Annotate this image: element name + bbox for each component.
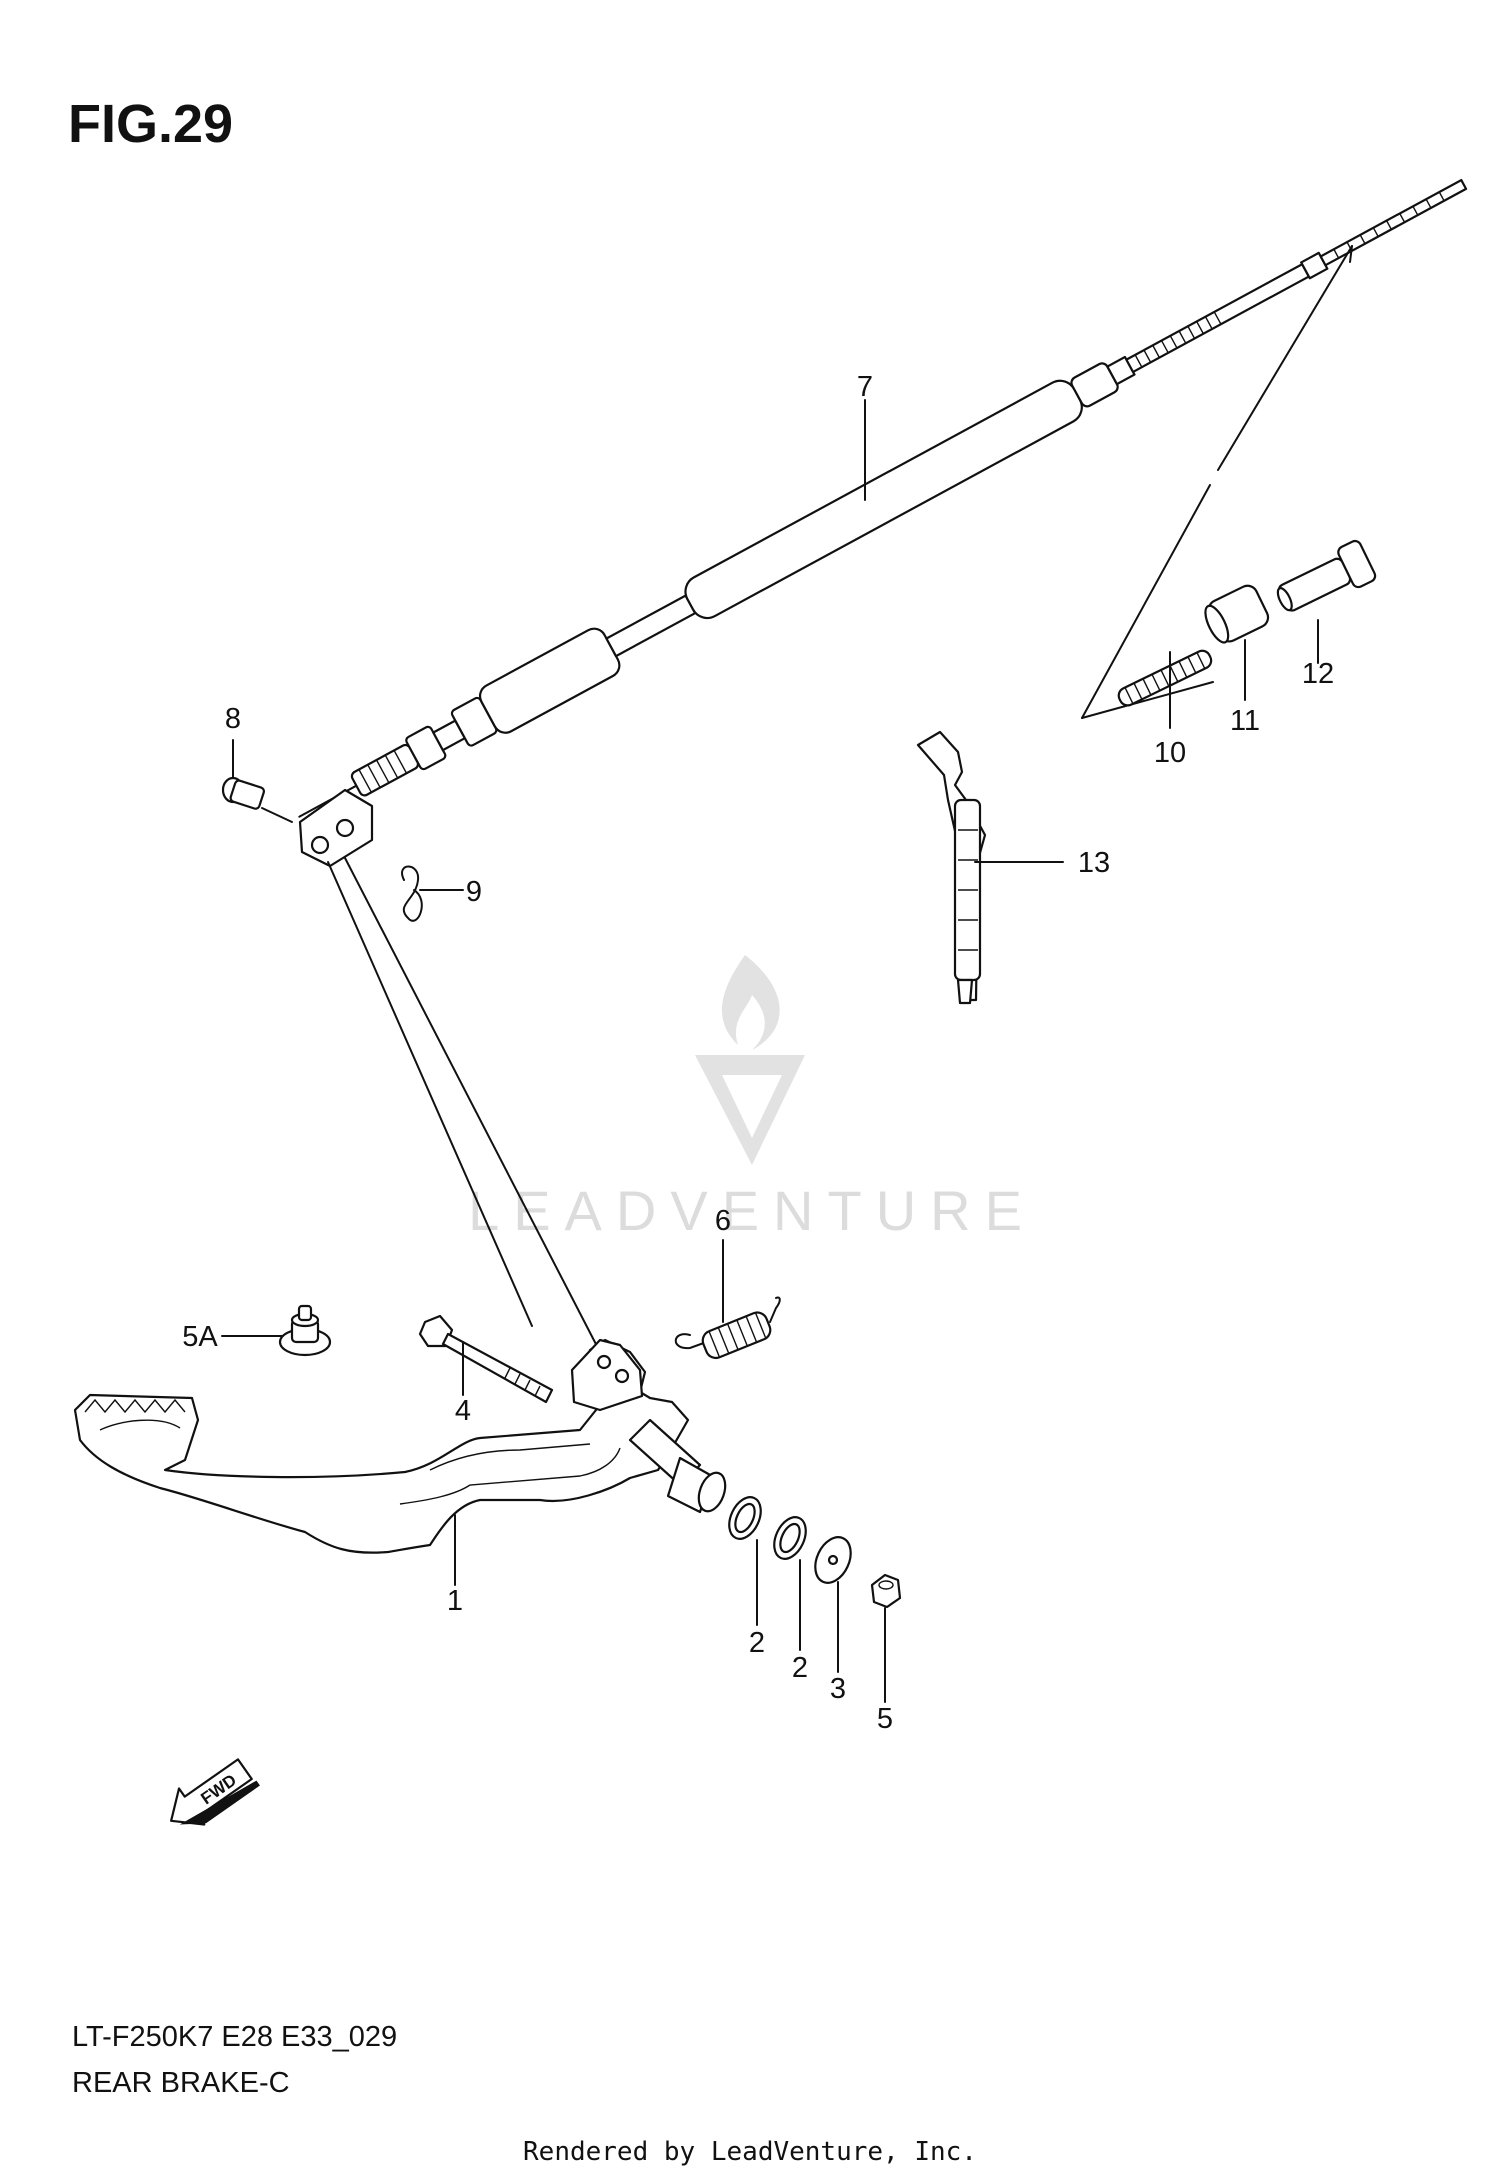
callout-7: 7 xyxy=(857,371,873,403)
link-guide-lines xyxy=(327,857,601,1353)
part-11-joint xyxy=(1204,584,1270,644)
part-9-clip xyxy=(401,865,423,922)
callout-9: 9 xyxy=(466,876,482,908)
callout-labels: 7 8 9 10 11 12 13 6 5A 4 1 2 2 3 5 xyxy=(182,371,1334,1735)
callout-13: 13 xyxy=(1078,847,1110,879)
callout-8: 8 xyxy=(225,703,241,735)
callout-2b: 2 xyxy=(792,1652,808,1684)
watermark: LEADVENTURE xyxy=(468,955,1036,1242)
callout-4: 4 xyxy=(455,1395,471,1427)
watermark-text: LEADVENTURE xyxy=(468,1179,1036,1242)
clevis-joint xyxy=(298,788,374,868)
fwd-arrow-icon: FWD xyxy=(170,1758,260,1826)
leadventure-logo-icon xyxy=(695,955,805,1165)
part-8-clevis-pin xyxy=(221,776,293,823)
part-2-washer-b xyxy=(773,1516,807,1560)
part-5a-grommet xyxy=(278,1304,332,1357)
leader-lines xyxy=(221,399,1319,1703)
part-5-nut xyxy=(870,1573,902,1609)
part-10-spring xyxy=(1117,649,1213,707)
part-3-washer xyxy=(814,1536,852,1584)
callout-12: 12 xyxy=(1302,658,1334,690)
callout-1: 1 xyxy=(447,1585,463,1617)
model-code: LT-F250K7 E28 E33_029 xyxy=(72,2021,397,2053)
part-7-rear-brake-cable xyxy=(298,178,1468,818)
part-1-brake-pedal xyxy=(73,1338,727,1554)
callout-11: 11 xyxy=(1230,705,1260,737)
callout-3: 3 xyxy=(830,1673,846,1705)
part-group-bracket xyxy=(1081,245,1353,719)
figure-title: FIG.29 xyxy=(68,94,233,154)
part-4-bolt xyxy=(418,1314,554,1404)
part-6-return-spring xyxy=(674,1296,781,1360)
callout-2a: 2 xyxy=(749,1627,765,1659)
section-name: REAR BRAKE-C xyxy=(72,2067,290,2099)
callout-10: 10 xyxy=(1154,737,1186,769)
part-12-pin xyxy=(1276,539,1377,612)
callout-5a: 5A xyxy=(182,1321,218,1353)
part-13-cable-tie xyxy=(916,730,987,1005)
callout-5: 5 xyxy=(877,1703,893,1735)
rendered-by-footer: Rendered by LeadVenture, Inc. xyxy=(523,2137,977,2167)
callout-6: 6 xyxy=(715,1205,731,1237)
part-2-washer-a xyxy=(728,1496,762,1540)
